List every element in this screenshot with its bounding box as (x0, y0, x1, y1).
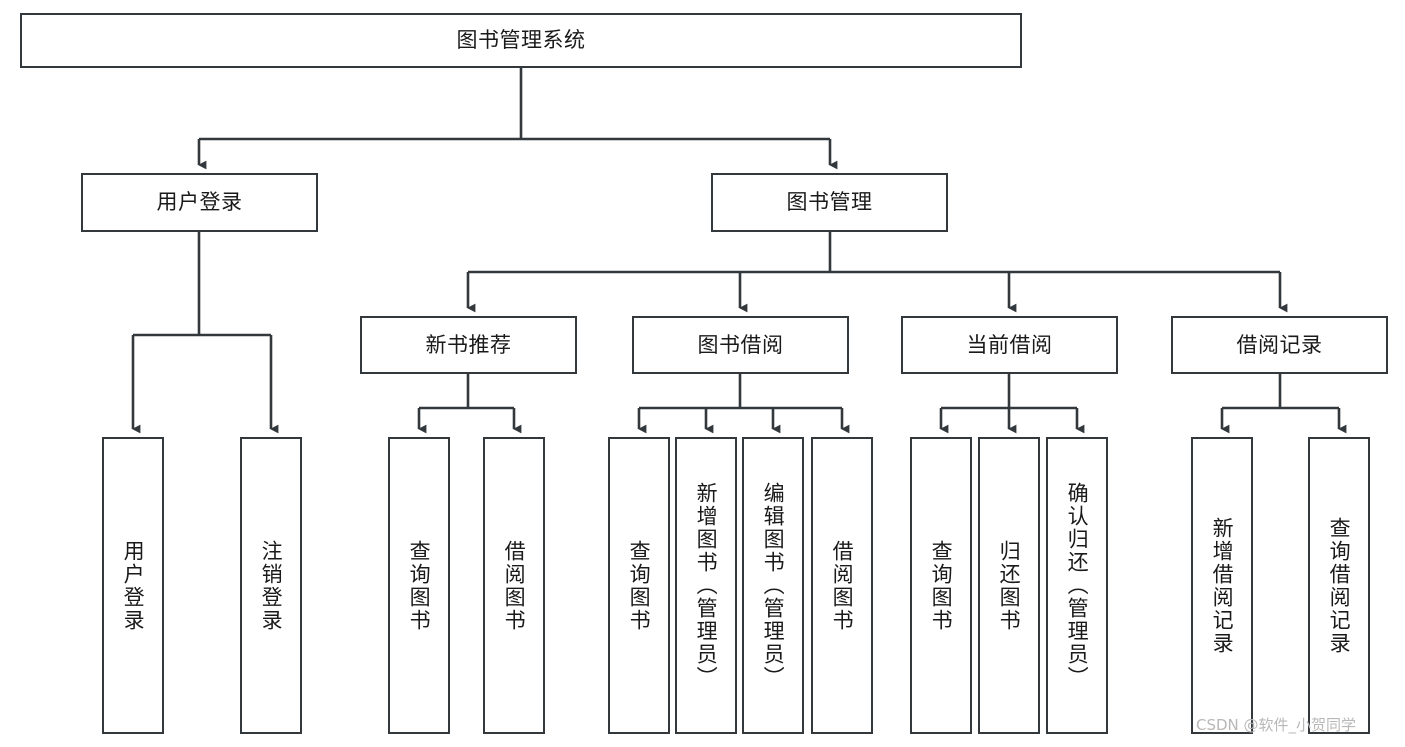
node-leaf-query-borrow-record[interactable]: 查询借阅记录 (1308, 437, 1370, 734)
node-label: 借阅记录 (1236, 332, 1323, 357)
node-leaf-add-book-admin[interactable]: 新增图书（管理员） (675, 437, 737, 734)
node-label: 查询图书 (627, 539, 652, 632)
node-label: 编辑图书（管理员） (761, 482, 786, 689)
node-current-borrowing[interactable]: 当前借阅 (901, 316, 1118, 374)
node-borrowing-record[interactable]: 借阅记录 (1171, 316, 1388, 374)
node-label: 借阅图书 (830, 539, 855, 632)
node-label: 借阅图书 (502, 539, 527, 632)
node-root-book-management-system[interactable]: 图书管理系统 (20, 13, 1022, 68)
node-leaf-query-book-borrow[interactable]: 查询图书 (608, 437, 670, 734)
node-book-borrowing[interactable]: 图书借阅 (632, 316, 849, 374)
node-label: 图书管理 (786, 190, 873, 215)
node-label: 新书推荐 (425, 332, 512, 357)
node-leaf-edit-book-admin[interactable]: 编辑图书（管理员） (742, 437, 804, 734)
node-label: 用户登录 (121, 539, 146, 632)
node-label: 查询图书 (929, 539, 954, 632)
node-label: 注销登录 (259, 539, 284, 632)
node-label: 归还图书 (997, 539, 1022, 632)
node-leaf-query-book-current[interactable]: 查询图书 (910, 437, 972, 734)
node-leaf-user-login[interactable]: 用户登录 (102, 437, 164, 734)
node-label: 图书管理系统 (456, 28, 586, 53)
node-label: 新增借阅记录 (1210, 516, 1235, 655)
node-leaf-borrow-book-new-rec[interactable]: 借阅图书 (483, 437, 545, 734)
node-label: 当前借阅 (966, 332, 1053, 357)
node-leaf-user-logout[interactable]: 注销登录 (240, 437, 302, 734)
node-label: 查询借阅记录 (1327, 516, 1352, 655)
node-new-book-recommendation[interactable]: 新书推荐 (360, 316, 577, 374)
node-label: 查询图书 (407, 539, 432, 632)
node-leaf-borrow-book-borrow[interactable]: 借阅图书 (811, 437, 873, 734)
node-label: 新增图书（管理员） (694, 482, 719, 689)
node-leaf-return-book[interactable]: 归还图书 (978, 437, 1040, 734)
node-leaf-confirm-return-admin[interactable]: 确认归还（管理员） (1046, 437, 1108, 734)
node-leaf-query-book-new-rec[interactable]: 查询图书 (388, 437, 450, 734)
node-leaf-add-borrow-record[interactable]: 新增借阅记录 (1191, 437, 1253, 734)
node-book-management[interactable]: 图书管理 (711, 173, 948, 232)
node-label: 图书借阅 (697, 332, 784, 357)
node-label: 确认归还（管理员） (1065, 482, 1090, 689)
node-label: 用户登录 (156, 190, 243, 215)
node-user-login[interactable]: 用户登录 (81, 173, 318, 232)
